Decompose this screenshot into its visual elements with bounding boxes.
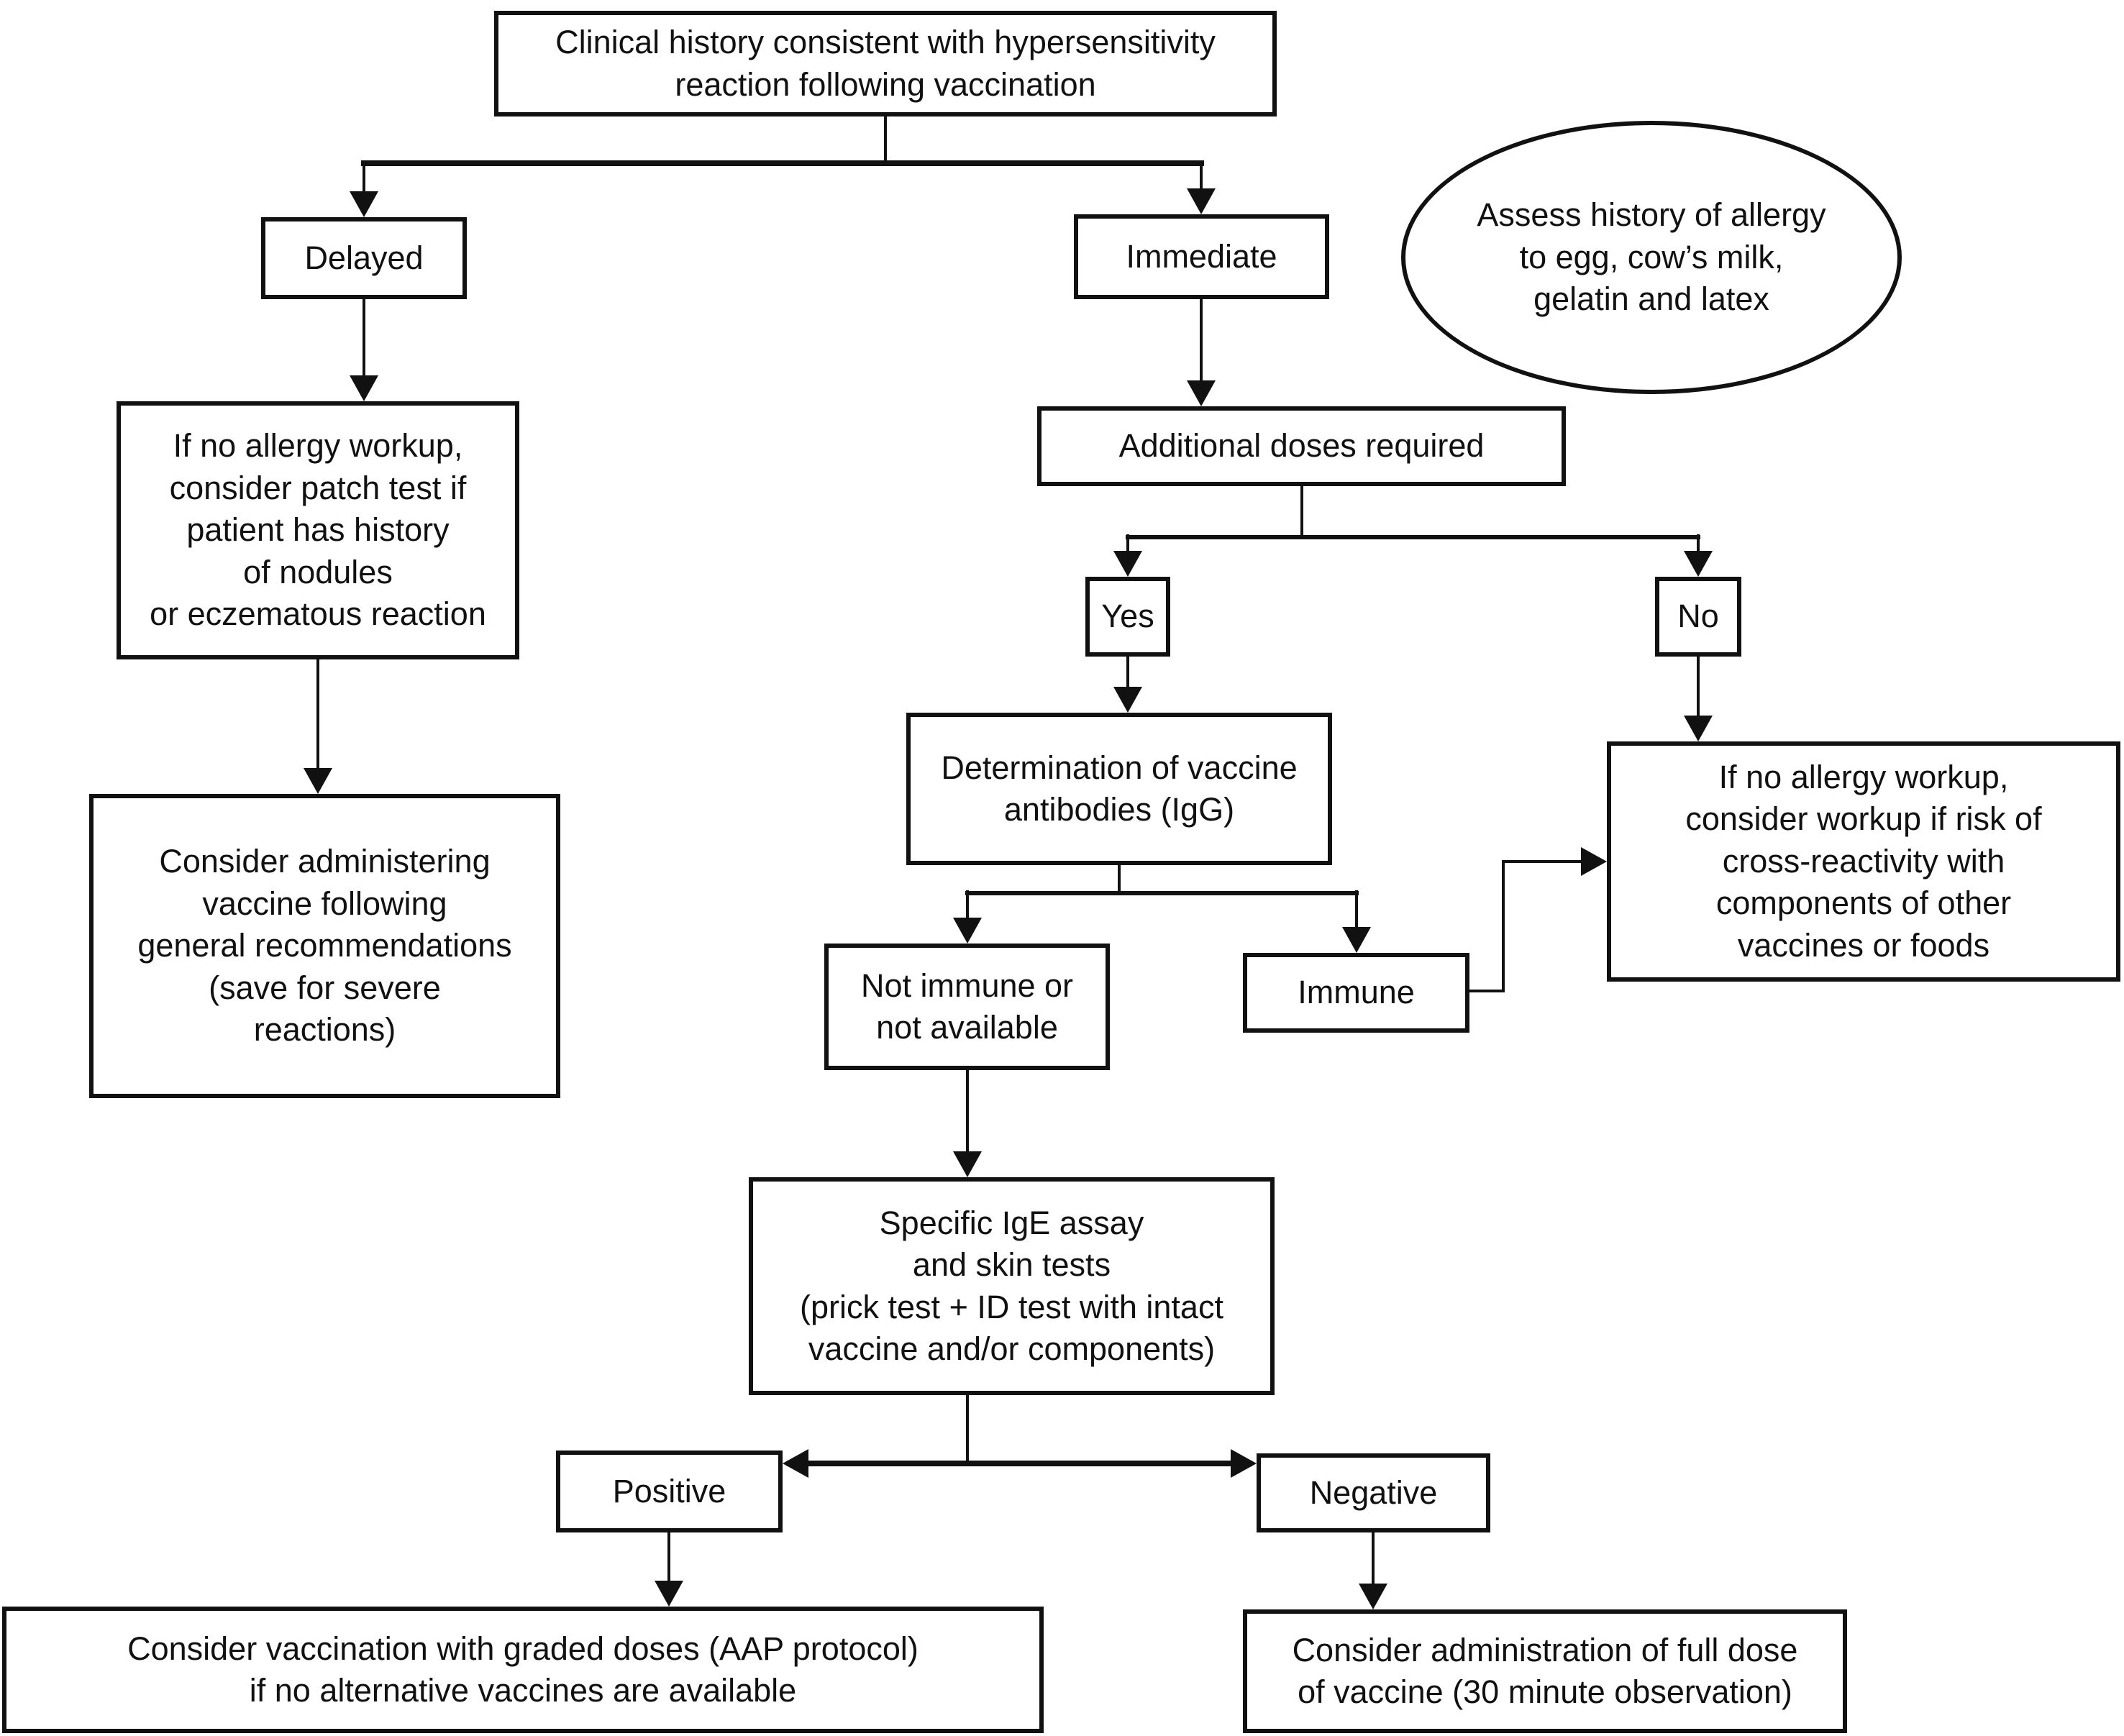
flow-node-yes: Yes — [1085, 577, 1170, 657]
flow-node-immediate-label: Immediate — [1126, 237, 1277, 275]
flow-node-positive: Positive — [556, 1451, 783, 1532]
flow-node-cross-reactivity: If no allergy workup, consider workup if… — [1607, 741, 2120, 982]
flow-node-not-immune: Not immune or not available — [824, 944, 1110, 1070]
flow-node-additional-doses-label: Additional doses required — [1118, 427, 1485, 465]
flow-node-full-dose-label: Consider administration of full dose of … — [1292, 1631, 1798, 1711]
flow-node-not-immune-label: Not immune or not available — [860, 967, 1074, 1046]
flow-node-administer-general: Consider administering vaccine following… — [89, 794, 560, 1098]
flow-node-clinical-history-label: Clinical history consistent with hyperse… — [555, 24, 1216, 103]
flow-node-determination-igg-label: Determination of vaccine antibodies (IgG… — [941, 749, 1298, 828]
flow-node-delayed: Delayed — [261, 217, 467, 299]
flow-node-administer-general-label: Consider administering vaccine following… — [137, 843, 512, 1049]
flow-node-graded-doses: Consider vaccination with graded doses (… — [2, 1607, 1044, 1733]
flow-node-negative: Negative — [1257, 1453, 1490, 1532]
flow-node-no-label: No — [1677, 598, 1719, 635]
flow-node-graded-doses-label: Consider vaccination with graded doses (… — [127, 1630, 919, 1709]
flow-node-immune: Immune — [1243, 953, 1469, 1033]
flow-node-cross-reactivity-label: If no allergy workup, consider workup if… — [1685, 758, 2042, 964]
flow-node-no: No — [1655, 577, 1741, 657]
flow-node-patch-test-label: If no allergy workup, consider patch tes… — [150, 427, 486, 633]
flow-node-specific-ige-label: Specific IgE assay and skin tests (prick… — [800, 1204, 1223, 1368]
flow-node-specific-ige: Specific IgE assay and skin tests (prick… — [749, 1177, 1275, 1395]
flow-node-additional-doses: Additional doses required — [1037, 406, 1566, 486]
flow-node-assess-allergy-label: Assess history of allergy to egg, cow’s … — [1477, 196, 1826, 318]
flow-node-delayed-label: Delayed — [304, 239, 424, 276]
flow-node-yes-label: Yes — [1101, 598, 1154, 635]
flow-node-clinical-history: Clinical history consistent with hyperse… — [494, 11, 1277, 117]
flow-node-full-dose: Consider administration of full dose of … — [1243, 1609, 1847, 1733]
flow-node-immediate: Immediate — [1074, 214, 1329, 299]
flow-node-immune-label: Immune — [1298, 974, 1415, 1011]
flow-node-assess-allergy-ellipse: Assess history of allergy to egg, cow’s … — [1401, 121, 1902, 394]
flow-node-patch-test: If no allergy workup, consider patch tes… — [117, 401, 519, 659]
connector-immune-to-cross — [1469, 847, 1607, 992]
flow-node-determination-igg: Determination of vaccine antibodies (IgG… — [906, 713, 1332, 865]
flow-node-negative-label: Negative — [1309, 1474, 1438, 1511]
flow-node-positive-label: Positive — [612, 1472, 726, 1509]
